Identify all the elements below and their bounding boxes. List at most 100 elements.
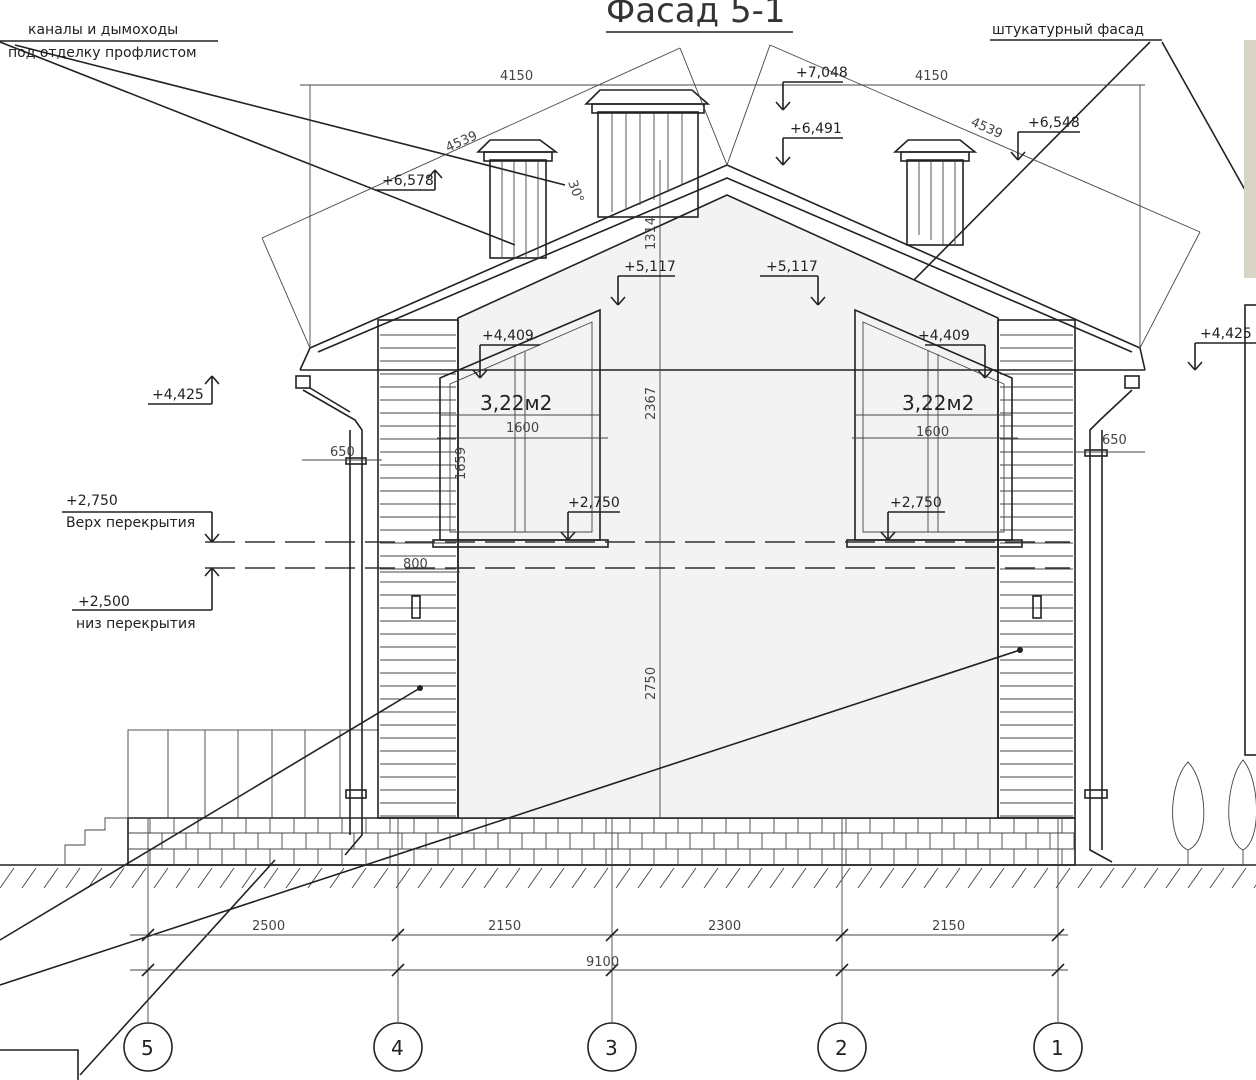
dim-tick <box>141 963 155 977</box>
slope-dim-right <box>769 44 1201 233</box>
elev-arrow <box>880 531 889 541</box>
hatch-stroke <box>461 867 477 889</box>
fence <box>64 729 379 865</box>
elev-arrow <box>1017 151 1026 161</box>
dim-tick <box>1051 963 1065 977</box>
dim-bay-4: 2150 <box>932 919 965 934</box>
leader-line <box>1161 41 1246 191</box>
dim-total: 9100 <box>586 955 619 970</box>
siding-lines <box>380 334 1073 817</box>
dim-window-width-right: 1600 <box>916 425 949 440</box>
tree <box>1172 761 1205 865</box>
elev-arrow <box>1194 361 1203 371</box>
dim-window-width-left: 1600 <box>506 421 539 436</box>
dim-window-height: 1659 <box>454 447 469 480</box>
hatch-stroke <box>1077 867 1093 889</box>
note-stucco: штукатурный фасад <box>992 22 1144 38</box>
axis-bubble <box>123 1022 173 1072</box>
hatch-stroke <box>483 867 499 889</box>
elev-arrow <box>817 296 826 306</box>
window-right <box>846 308 1023 548</box>
dim-overhang-left: 650 <box>330 445 355 460</box>
elev-eave-right: +4,425 <box>1200 326 1252 342</box>
hatch-stroke <box>725 867 741 889</box>
leader-line <box>79 859 276 1076</box>
hatch-stroke <box>1231 867 1247 889</box>
hatch-stroke <box>659 867 675 889</box>
hatch-stroke <box>1165 867 1181 889</box>
hatch-stroke <box>637 867 653 889</box>
hatch-stroke <box>681 867 697 889</box>
dim-tick <box>605 928 619 942</box>
elev-arrow <box>775 101 784 111</box>
hatch-stroke <box>197 867 213 889</box>
hatch-stroke <box>1143 867 1159 889</box>
hatch-stroke <box>417 867 433 889</box>
hatch-stroke <box>21 867 37 889</box>
dim-tick <box>835 963 849 977</box>
hatch-stroke <box>1011 867 1027 889</box>
plinth-brick-pattern <box>128 818 1075 865</box>
hatch-stroke <box>43 867 59 889</box>
dim-tick <box>141 928 155 942</box>
dim-tick <box>835 928 849 942</box>
downpipe-left <box>295 375 367 856</box>
elev-arrow <box>775 156 784 166</box>
dim-tick <box>391 928 405 942</box>
hatch-stroke <box>1209 867 1225 889</box>
elevation-marks <box>62 81 1256 611</box>
elev-arrow <box>434 169 443 179</box>
elev-window-corner-left: +4,409 <box>482 328 534 344</box>
elev-arrow <box>204 533 213 543</box>
hatch-stroke <box>307 867 323 889</box>
hatch-stroke <box>373 867 389 889</box>
hatch-stroke <box>923 867 939 889</box>
dim-overhang-right: 650 <box>1102 433 1127 448</box>
note-chimneys: каналы и дымоходы <box>28 22 178 38</box>
window-left <box>432 308 609 548</box>
hatch-stroke <box>285 867 301 889</box>
elev-sill-left: +2,750 <box>568 495 620 511</box>
hatch-stroke <box>967 867 983 889</box>
axis-bubble <box>1033 1022 1083 1072</box>
elev-arrow <box>782 156 791 166</box>
elev-ridge-top: +7,048 <box>796 65 848 81</box>
hatch-stroke <box>329 867 345 889</box>
chimney-right <box>892 139 978 246</box>
hatch-stroke <box>219 867 235 889</box>
hatch-stroke <box>791 867 807 889</box>
elev-arrow <box>472 369 481 379</box>
chimney-left <box>476 139 559 259</box>
window-area-right: 3,22м2 <box>902 391 974 415</box>
hatch-stroke <box>901 867 917 889</box>
elev-arrow <box>610 296 619 306</box>
note-chimneys-finish: под отделку профлистом <box>8 45 197 61</box>
hatch-stroke <box>153 867 169 889</box>
leader-line <box>0 41 516 246</box>
dim-bay-3: 2300 <box>708 919 741 934</box>
wall-lamp-left <box>411 595 421 619</box>
elev-window-top-right: +5,117 <box>766 259 818 275</box>
hatch-stroke <box>879 867 895 889</box>
hatch-stroke <box>263 867 279 889</box>
elev-arrow <box>977 369 986 379</box>
drawing-title: Фасад 5-1 <box>606 0 785 31</box>
hatch-stroke <box>857 867 873 889</box>
leader-line <box>0 687 421 941</box>
elev-slab-top: +2,750 <box>66 493 118 509</box>
wall-lamp-right <box>1032 595 1042 619</box>
elev-arrow <box>204 375 213 385</box>
hatch-stroke <box>1187 867 1203 889</box>
hatch-stroke <box>945 867 961 889</box>
hatch-stroke <box>769 867 785 889</box>
hatch-stroke <box>989 867 1005 889</box>
axis-bubble <box>587 1022 637 1072</box>
hatch-stroke <box>1033 867 1049 889</box>
chimney-center <box>584 89 711 218</box>
axis-label-1: 1 <box>1051 1036 1064 1060</box>
hatch-stroke <box>571 867 587 889</box>
hatch-stroke <box>241 867 257 889</box>
hatch-stroke <box>87 867 103 889</box>
hatch-stroke <box>813 867 829 889</box>
